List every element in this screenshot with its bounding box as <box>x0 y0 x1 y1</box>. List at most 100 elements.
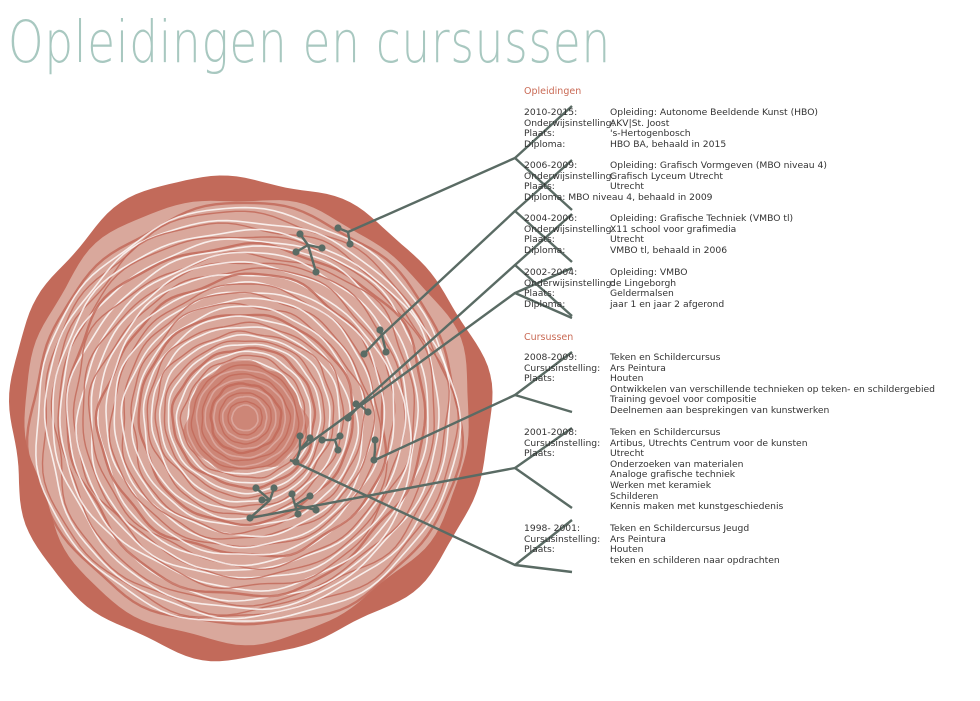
opleiding-entry-1: 2010-2015:Opleiding: Autonome Beeldende … <box>524 107 819 151</box>
entry-value: HBO BA, behaald in 2015 <box>610 138 727 150</box>
timeline-stem <box>289 458 516 567</box>
branch-node <box>344 414 352 422</box>
entry-row: Plaats:Utrecht <box>524 235 793 246</box>
entry-label: 2008-2009: <box>524 352 578 363</box>
timeline-stem <box>374 393 516 462</box>
branch-node <box>334 446 342 454</box>
entry-row: Plaats:Geldermalsen <box>524 289 724 300</box>
tree-ring <box>26 201 464 626</box>
entry-row: Cursusinstelling:Ars Peintura <box>524 362 935 375</box>
entry-value: AKV|St. Joost <box>610 117 670 129</box>
entry-label: Cursusinstelling: <box>524 533 601 545</box>
timeline-stem <box>347 156 516 234</box>
entry-row: Plaats:Houten <box>524 374 935 385</box>
branch-node <box>334 224 342 232</box>
entry-value: de Lingeborgh <box>610 277 677 289</box>
branch-node <box>352 400 360 408</box>
page-title: Opleidingen en cursussen <box>8 8 611 76</box>
branch-node <box>376 326 384 334</box>
entry-row: Cursusinstelling: Ars Peintura <box>524 533 780 546</box>
tree-ring-gap <box>52 228 440 611</box>
entry-label <box>524 460 610 471</box>
tree-ring-gap <box>59 238 429 602</box>
entry-label <box>524 556 610 567</box>
entry-row: Diploma:VMBO tl, behaald in 2006 <box>524 244 793 257</box>
branch-node <box>364 408 372 416</box>
entry-value: Opleiding: Autonome Beeldende Kunst (HBO… <box>610 107 819 118</box>
entry-label: Onderwijsinstelling: <box>524 277 615 289</box>
branch-node <box>296 432 304 440</box>
tree-ring-gap <box>113 291 376 549</box>
tree-ring-gap <box>120 297 365 538</box>
tree-trunk-cross-section <box>9 175 493 662</box>
tree-ring-gap <box>66 245 420 592</box>
branch-node <box>296 230 304 238</box>
branch-node <box>292 458 300 466</box>
entry-value: X11 school voor grafimedia <box>610 223 737 235</box>
entry-label <box>524 492 610 503</box>
tree-ring <box>179 354 307 479</box>
entry-label: Diploma: <box>524 298 566 310</box>
timeline-branches <box>246 105 573 574</box>
entry-label <box>524 395 610 406</box>
entry-row: Diploma: MBO niveau 4, behaald in 2009 <box>524 191 827 204</box>
entry-row: 2006-2009: Opleiding: Grafisch Vormgeven … <box>524 160 827 172</box>
tree-ring-gap <box>105 281 386 556</box>
entry-value: Kennis maken met kunstgeschiedenis <box>610 501 784 513</box>
entry-value: VMBO tl, behaald in 2006 <box>610 244 728 256</box>
tree-ring <box>137 313 354 527</box>
entry-value: Ars Peintura <box>610 533 666 545</box>
entry-label <box>524 470 610 481</box>
entry-label <box>524 502 610 513</box>
entry-row: Onderwijsinstelling:Grafisch Lyceum Utre… <box>524 171 827 183</box>
tree-ring-gap <box>131 305 360 527</box>
entry-label: 2002-2004: <box>524 267 578 278</box>
entry-value: Utrecht <box>610 448 645 460</box>
entry-label: Diploma: MBO niveau 4, behaald in 2009 <box>524 191 713 203</box>
entry-value: Teken en Schildercursus Jeugd <box>610 523 750 534</box>
branch-node <box>370 456 378 464</box>
entry-value: Opleiding: Grafisch Vormgeven (MBO nivea… <box>610 160 827 171</box>
entry-row: Plaats: 's-Hertogenbosch <box>524 129 818 140</box>
branch-twig <box>249 499 271 519</box>
entry-label: Plaats: <box>524 234 555 246</box>
entry-row: 2004-2006:Opleiding: Grafische Techniek … <box>524 213 794 225</box>
entry-value: Analoge grafische techniek <box>610 469 736 481</box>
branch-node <box>270 484 278 492</box>
branch-node <box>252 484 260 492</box>
entry-value: Werken met keramiek <box>610 479 712 491</box>
entry-label: Cursusinstelling: <box>524 362 601 374</box>
branch-node <box>336 432 344 440</box>
entry-row: Diploma:HBO BA, behaald in 2015 <box>524 138 818 151</box>
tree-ring <box>163 340 326 499</box>
opleiding-entry-2: 2006-2009: Opleiding: Grafisch Vormgeven … <box>524 160 827 204</box>
cursus-entry-3: 1998- 2001:Teken en Schildercursus Jeugd… <box>524 523 780 567</box>
entry-row: Deelnemen aan besprekingen van kunstwerk… <box>524 404 935 417</box>
branch-node <box>294 510 302 518</box>
branch-node <box>292 248 300 256</box>
entry-row: Plaats:Utrecht <box>524 182 827 193</box>
entry-label: Plaats: <box>524 373 555 385</box>
entry-row: Plaats:Utrecht <box>524 449 808 460</box>
entry-row: Analoge grafische techniek <box>524 470 808 481</box>
entry-row: 1998- 2001:Teken en Schildercursus Jeugd <box>524 523 780 535</box>
tree-ring-gap <box>186 359 305 475</box>
entry-label: Plaats: <box>524 128 555 140</box>
branch-node <box>246 514 254 522</box>
entry-row: Schilderen <box>524 490 808 503</box>
entry-row: 2010-2015:Opleiding: Autonome Beeldende … <box>524 107 819 119</box>
entry-value: Geldermalsen <box>610 288 674 300</box>
entry-label: 2006-2009: <box>524 160 578 171</box>
entry-value: 's-Hertogenbosch <box>610 128 691 140</box>
entry-value: Schilderen <box>610 490 659 502</box>
entry-label: Plaats: <box>524 181 555 193</box>
entry-row: Onderzoeken van materialen <box>524 459 808 471</box>
entry-value: teken en schilderen naar opdrachten <box>610 554 780 566</box>
entry-value: Deelnemen aan besprekingen van kunstwerk… <box>610 404 830 416</box>
branch-node <box>306 434 314 442</box>
entry-row: 2002-2004:Opleiding: VMBO <box>524 267 724 279</box>
entry-value: Opleiding: Grafische Techniek (VMBO tl) <box>610 213 794 224</box>
entry-value: Teken en Schildercursus <box>610 427 721 438</box>
entry-row: Plaats:Houten <box>524 545 780 556</box>
